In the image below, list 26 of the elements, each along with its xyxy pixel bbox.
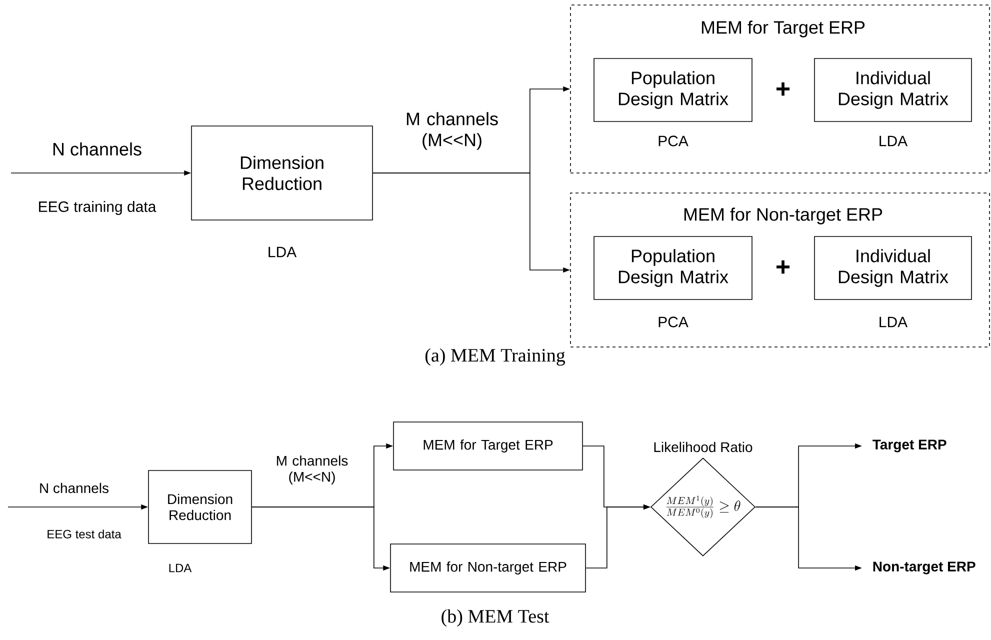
- process-box: Population Design Matrix: [594, 58, 752, 122]
- method-label: LDA: [880, 136, 908, 146]
- process-box: Dimension Reduction: [191, 126, 373, 220]
- output-label: Non-target ERP: [873, 562, 976, 574]
- text-label: N channels: [40, 482, 108, 494]
- process-box: Individual Design Matrix: [814, 236, 972, 300]
- caption: (a) MEM Training: [425, 348, 566, 366]
- method-label: Likelihood Ratio: [654, 442, 752, 452]
- method-label: PCA: [658, 136, 688, 146]
- text-label: EEG test data: [48, 530, 122, 538]
- process-box: Dimension Reduction: [148, 470, 252, 544]
- method-label: PCA: [658, 316, 688, 328]
- plus-sign: +: [776, 82, 790, 96]
- process-box: Population Design Matrix: [594, 236, 752, 300]
- text-label: N channels: [53, 142, 142, 156]
- process-box: MEM for Non-target ERP: [390, 544, 586, 592]
- text-label: EEG training data: [39, 201, 156, 215]
- text-label: M channels (M<<N): [276, 455, 348, 484]
- process-box: Individual Design Matrix: [814, 58, 972, 122]
- method-label: LDA: [268, 246, 297, 258]
- plus-sign: +: [776, 260, 790, 274]
- output-label: Target ERP: [872, 440, 946, 452]
- method-label: LDA: [880, 316, 908, 328]
- text-label: M channels (M<<N): [406, 112, 498, 150]
- process-box: MEM for Target ERP: [393, 422, 583, 470]
- method-label: LDA: [169, 564, 192, 572]
